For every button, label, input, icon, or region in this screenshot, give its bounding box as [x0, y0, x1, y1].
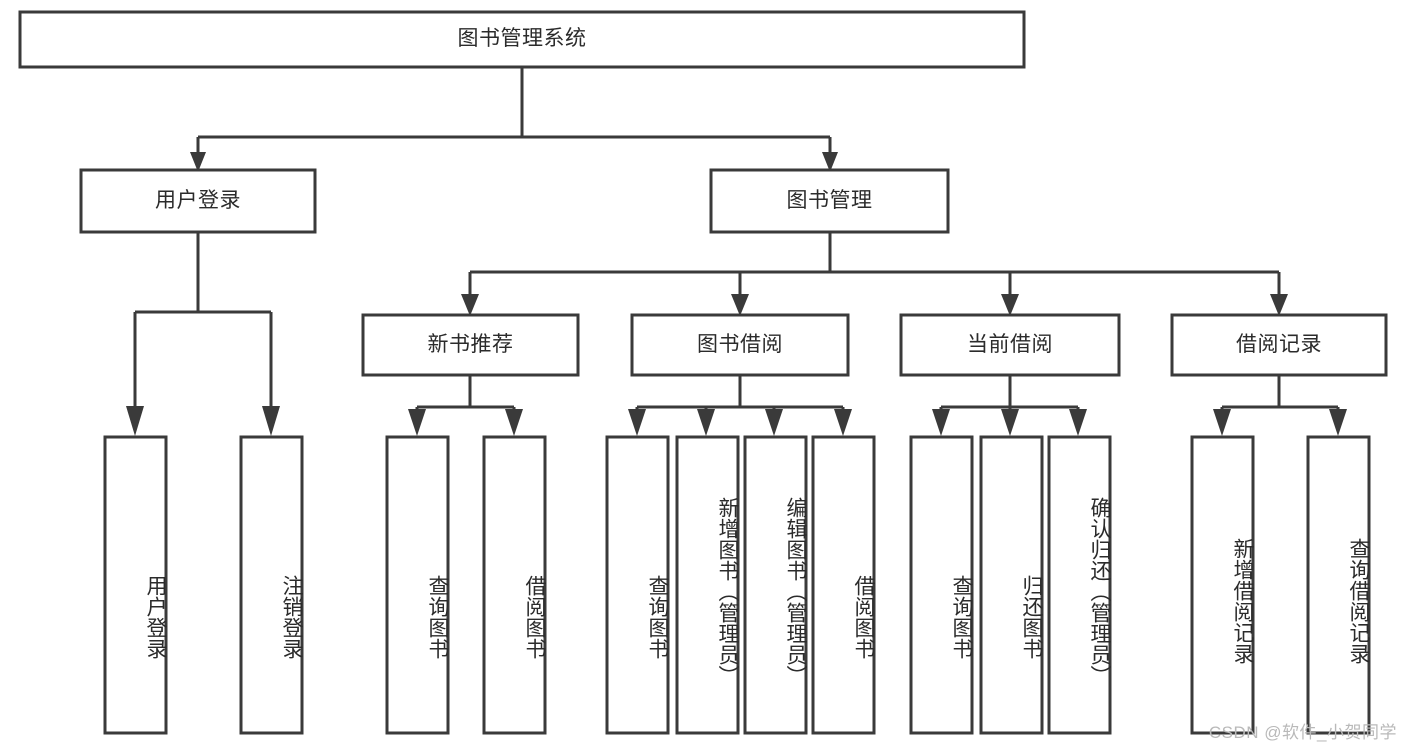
leaf-br-query-record[interactable] — [1306, 435, 1371, 735]
leaf-cb-query-book[interactable] — [909, 435, 974, 735]
leaf-cb-return-book[interactable] — [979, 435, 1044, 735]
arrow-head-book-mgmt — [822, 152, 838, 172]
arrow-head-nb-leaf1 — [408, 409, 426, 436]
arrow-head-br-leaf2 — [1329, 409, 1347, 436]
arrow-head-nb-leaf2 — [505, 409, 523, 436]
arrow-head-current-borrow — [1001, 294, 1019, 316]
connector-group — [126, 67, 1347, 436]
arrow-head-br-leaf1 — [1213, 409, 1231, 436]
node-user-login[interactable] — [79, 168, 317, 234]
leaf-nb-query-book[interactable] — [385, 435, 450, 735]
arrow-head-cb-leaf1 — [932, 409, 950, 436]
arrow-head-user-login — [190, 152, 206, 172]
arrow-head-leaf-user-login — [126, 406, 144, 436]
leaf-bb-query-book[interactable] — [605, 435, 670, 735]
arrow-head-book-borrow — [731, 294, 749, 316]
leaf-user-login[interactable] — [103, 435, 168, 735]
node-box-group — [18, 10, 1388, 735]
node-borrow-record[interactable] — [1170, 313, 1388, 377]
node-new-book-recommend[interactable] — [361, 313, 580, 377]
arrow-head-bb-leaf4 — [834, 409, 852, 436]
node-book-management[interactable] — [709, 168, 950, 234]
node-book-borrow[interactable] — [630, 313, 850, 377]
leaf-nb-borrow-book[interactable] — [482, 435, 547, 735]
leaf-br-add-record[interactable] — [1190, 435, 1255, 735]
node-current-borrow[interactable] — [899, 313, 1121, 377]
arrow-head-borrow-record — [1270, 294, 1288, 316]
leaf-logout[interactable] — [239, 435, 304, 735]
arrow-head-leaf-logout — [262, 406, 280, 436]
leaf-bb-add-book[interactable] — [675, 435, 740, 735]
node-root[interactable] — [18, 10, 1026, 69]
arrow-head-bb-leaf2 — [697, 409, 715, 436]
arrow-head-cb-leaf3 — [1069, 409, 1087, 436]
arrow-head-bb-leaf1 — [628, 409, 646, 436]
leaf-cb-confirm-return[interactable] — [1047, 435, 1112, 735]
arrow-head-cb-leaf2 — [1001, 409, 1019, 436]
arrow-head-bb-leaf3 — [765, 409, 783, 436]
leaf-bb-edit-book[interactable] — [743, 435, 808, 735]
leaf-bb-borrow-book[interactable] — [811, 435, 876, 735]
arrow-head-new-book — [461, 294, 479, 316]
